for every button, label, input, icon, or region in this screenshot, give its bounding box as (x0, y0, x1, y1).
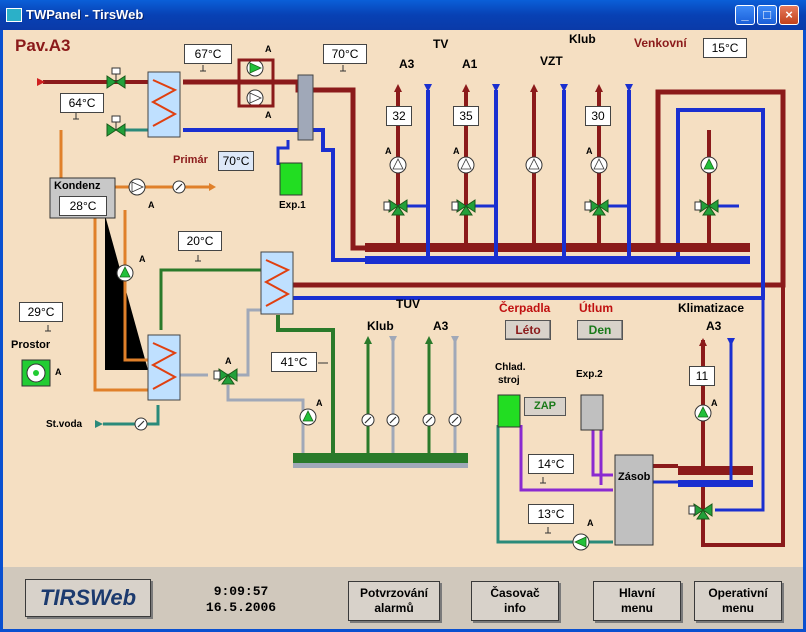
stvoda-label: St.voda (46, 419, 83, 430)
pump-a-label: A (55, 367, 62, 377)
utlum-label: Útlum (579, 300, 613, 315)
close-button[interactable]: × (779, 5, 799, 25)
temp-70: 70°C (323, 44, 367, 64)
pump-a-label: A (453, 146, 460, 156)
outdoor-temp: 15°C (703, 38, 747, 58)
pump-a-label: A (586, 146, 593, 156)
clock-time: 9:09:57 (213, 584, 269, 599)
maximize-button[interactable]: □ (757, 5, 777, 25)
temp-64: 64°C (60, 93, 104, 113)
klimatizace-label: Klimatizace (678, 301, 744, 315)
temp-67: 67°C (184, 44, 232, 64)
prostor-temp: 29°C (19, 302, 63, 322)
operative-menu-button[interactable]: Operativní menu (694, 581, 782, 621)
pump-a-label: A (316, 398, 323, 408)
main-menu-button[interactable]: Hlavní menu (593, 581, 681, 621)
title-bar: TWPanel - TirsWeb _ □ × (0, 0, 806, 30)
main-menu-line2: menu (620, 601, 653, 615)
pump-a-label: A (139, 254, 146, 264)
klimatizace-value: 11 (689, 366, 715, 386)
pump-a-label: A (385, 146, 392, 156)
pump-a-label: A (587, 518, 594, 528)
timer-info-button[interactable]: Časovač info (471, 581, 559, 621)
exp2-label: Exp.2 (576, 369, 603, 380)
tuv-klub-label: Klub (367, 319, 394, 333)
operative-menu-line2: menu (721, 601, 754, 615)
window-title: TWPanel - TirsWeb (26, 7, 144, 22)
alarm-ack-button[interactable]: Potvrzování alarmů (348, 581, 440, 621)
timer-info-line1: Časovač (490, 586, 540, 600)
heat-exchanger-tuv1 (260, 251, 294, 315)
utlum-state-button[interactable]: Den (577, 320, 623, 340)
stroj-label: stroj (498, 375, 520, 386)
scheme-diagram: Pav.A3 Venkovní TV Klub A3 A1 VZT Primár… (11, 32, 786, 551)
outdoor-label: Venkovní (634, 36, 687, 50)
primar-label: Primár (173, 154, 209, 166)
timer-info-line2: info (504, 601, 526, 615)
alarm-ack-line2: alarmů (374, 601, 414, 615)
primar-temp: 70°C (218, 151, 254, 171)
temp-14: 14°C (528, 454, 574, 474)
temp-13: 13°C (528, 504, 574, 524)
tv-a3-value: 32 (386, 106, 412, 126)
temp-41: 41°C (271, 352, 317, 372)
pump-a-label: A (148, 200, 155, 210)
tv-klub-label: Klub (569, 32, 596, 46)
tuv-title: TUV (396, 297, 420, 311)
chlad-state-button[interactable]: ZAP (524, 397, 566, 416)
pump-a-label: A (711, 398, 718, 408)
pump-a-label: A (265, 44, 272, 54)
heat-exchanger-primary (147, 71, 181, 138)
operative-menu-line1: Operativní (708, 586, 768, 600)
temp-20: 20°C (178, 231, 222, 251)
minimize-button[interactable]: _ (735, 5, 755, 25)
chlad-label: Chlad. (495, 362, 526, 373)
cerpadla-state-button[interactable]: Léto (505, 320, 551, 340)
scheme-canvas: Pav.A3 Venkovní TV Klub A3 A1 VZT Primár… (3, 30, 803, 567)
klimatizace-sub-label: A3 (706, 319, 722, 333)
alarm-ack-line1: Potvrzování (359, 586, 428, 600)
zasob-label: Zásob (618, 471, 651, 483)
tv-a1-value: 35 (453, 106, 479, 126)
footer-bar: TIRSWeb 9:09:57 16.5.2006 Potvrzování al… (3, 567, 803, 629)
clock-date: 16.5.2006 (205, 600, 277, 615)
pump-a-label: A (265, 110, 272, 120)
prostor-label: Prostor (11, 339, 51, 351)
kondenz-label: Kondenz (54, 180, 101, 192)
page-title: Pav.A3 (15, 36, 70, 55)
tv-a3-label: A3 (399, 57, 415, 71)
kondenz-temp: 28°C (59, 196, 107, 216)
tv-label: TV (433, 37, 448, 51)
tuv-a3-label: A3 (433, 319, 449, 333)
tirsweb-logo: TIRSWeb (25, 579, 151, 617)
heat-exchanger-tuv2 (147, 334, 181, 401)
main-menu-line1: Hlavní (618, 586, 655, 600)
tv-vzt-label: VZT (540, 54, 563, 68)
tv-klub-value: 30 (585, 106, 611, 126)
tv-a1-label: A1 (462, 57, 478, 71)
pump-a-label: A (225, 356, 232, 366)
cerpadla-label: Čerpadla (499, 300, 551, 315)
exp1-label: Exp.1 (279, 200, 306, 211)
app-icon (6, 8, 22, 22)
